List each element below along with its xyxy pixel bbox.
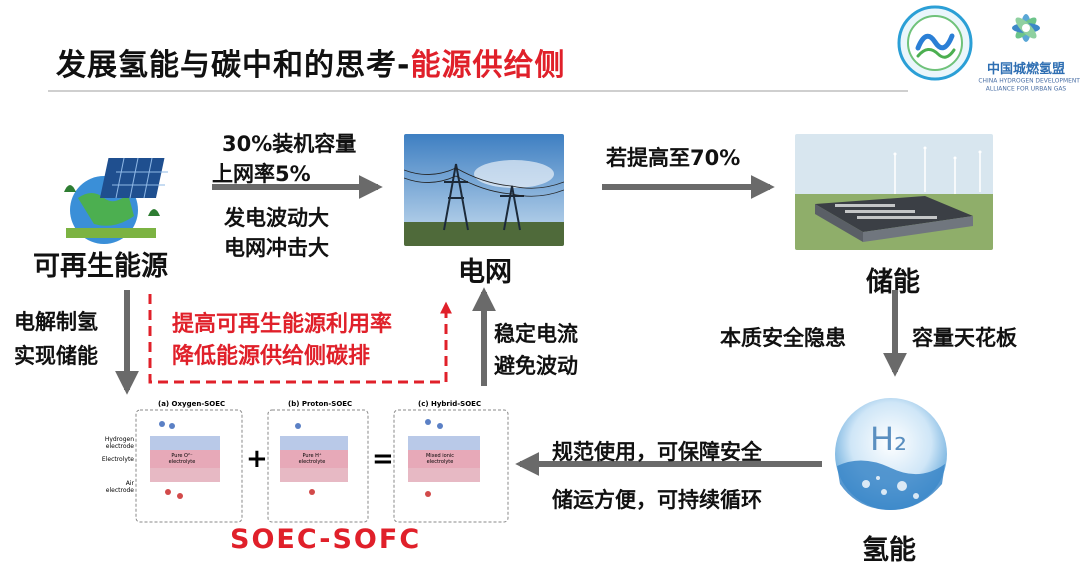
plus-sign: + <box>246 444 268 474</box>
storage-image <box>795 134 993 250</box>
soec-side-electrolyte: Electrolyte <box>101 456 134 463</box>
label-increase-70: 若提高至70% <box>606 146 741 170</box>
node-renewable: 可再生能源 <box>33 251 168 282</box>
title-divider <box>48 90 908 92</box>
soec-elec-b: Pure H⁺ electrolyte <box>298 453 326 465</box>
logo-cn-name: 中国城燃氢盟 <box>986 62 1065 77</box>
label-transport: 储运方便，可持续循环 <box>552 488 762 512</box>
label-grid-impact: 电网冲击大 <box>224 236 329 260</box>
soec-title-c: (c) Hybrid-SOEC <box>418 400 482 408</box>
label-fluctuation: 发电波动大 <box>224 206 329 230</box>
hydrogen-image: H₂ <box>832 384 950 526</box>
node-soec: SOEC-SOFC <box>230 524 422 555</box>
grid-image <box>404 134 564 246</box>
soec-diagram: (a) Oxygen-SOEC (b) Proton-SOEC (c) Hybr… <box>98 396 512 526</box>
alliance-logo <box>896 4 974 82</box>
renewable-image <box>44 132 184 244</box>
node-grid: 电网 <box>458 257 512 288</box>
soec-elec-a: Pure O²⁻ electrolyte <box>168 453 196 465</box>
h2-symbol: H₂ <box>870 420 907 458</box>
soec-side-air: Air electrode <box>105 480 134 494</box>
soec-title-a: (a) Oxygen-SOEC <box>158 400 226 408</box>
label-capacity-ceiling: 容量天花板 <box>912 326 1017 350</box>
logo-en-line-2: ALLIANCE FOR URBAN GAS <box>985 85 1067 93</box>
title-main: 发展氢能与碳中和的思考- <box>56 48 411 83</box>
page-title: 发展氢能与碳中和的思考-能源供给侧 <box>56 40 565 84</box>
soec-side-hydrogen: Hydrogen electrode <box>104 436 134 450</box>
dashed-loop <box>148 294 452 384</box>
hydrogen-alliance-logo: 中国城燃氢盟 CHINA HYDROGEN DEVELOPMENT AND IN… <box>978 2 1080 92</box>
label-safe-use: 规范使用，可保障安全 <box>552 440 762 464</box>
node-hydrogen: 氢能 <box>862 535 916 566</box>
logo-en-line-1: CHINA HYDROGEN DEVELOPMENT AND INNOVATIO… <box>978 77 1080 85</box>
title-highlight: 能源供给侧 <box>410 48 566 83</box>
equals-sign: = <box>372 444 394 474</box>
label-electrolysis: 电解制氢 <box>14 310 98 334</box>
label-grid-rate: 上网率5% <box>212 162 311 186</box>
soec-title-b: (b) Proton-SOEC <box>288 400 353 408</box>
label-safety-risk: 本质安全隐患 <box>720 326 846 350</box>
label-utilization-rate: 提高可再生能源利用率 <box>172 312 393 337</box>
label-stable-current: 稳定电流 <box>494 322 578 346</box>
label-energy-storage: 实现储能 <box>14 344 98 368</box>
label-installed-capacity: 30%装机容量 <box>222 132 357 156</box>
soec-elec-c: Mixed ionic electrolyte <box>425 453 455 465</box>
label-avoid-fluctuation: 避免波动 <box>494 354 578 378</box>
label-carbon-reduction: 降低能源供给侧碳排 <box>172 344 371 369</box>
flower-icon <box>1012 14 1040 42</box>
